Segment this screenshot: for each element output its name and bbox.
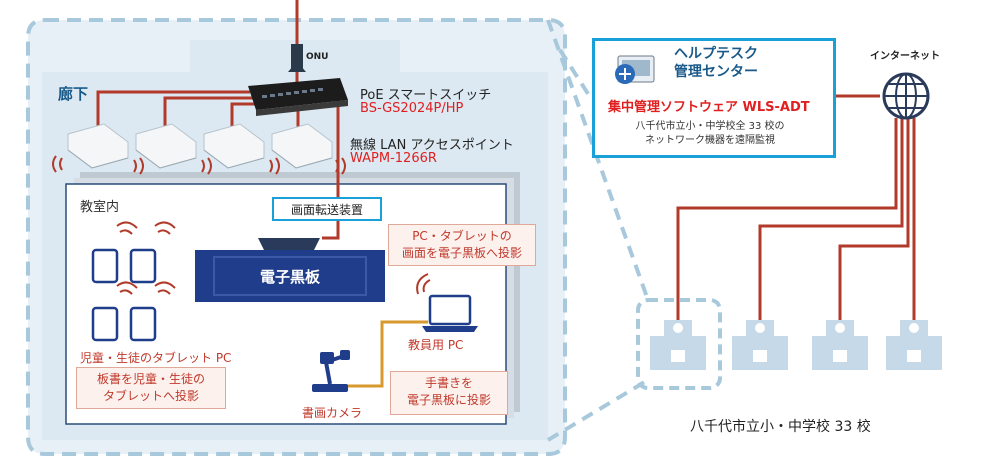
schools-label: 八千代市立小・中学校 33 校 (690, 419, 871, 435)
internet-to-school-lines (676, 118, 916, 322)
note-line: 板書を児童・生徒の (96, 372, 205, 386)
helpdesk-title-line: ヘルプテスク (674, 46, 758, 62)
note-line: 画面を電子黒板へ投影 (401, 246, 522, 260)
helpdesk-desc-line: 八千代市立小・中学校全 33 校の (635, 121, 785, 132)
laptop-icon (422, 294, 478, 332)
access-point-icon (271, 123, 333, 169)
internet-label: インターネット (870, 51, 940, 62)
switch-icon (248, 78, 348, 116)
school-link-upper (546, 19, 650, 301)
school-highlight (636, 298, 722, 390)
blackboard-screen: 電子黒板 (213, 256, 367, 296)
wireless-ap-label: 無線 LAN アクセスポイント (350, 138, 514, 153)
note-line: 電子黒板に投影 (406, 393, 491, 407)
projector-device-icon (258, 238, 320, 250)
helpdesk-title: ヘルプテスク 管理センター (674, 45, 758, 81)
tablet-icon (91, 248, 157, 342)
classroom-label: 教室内 (80, 200, 120, 215)
corridor-label: 廊下 (58, 85, 89, 103)
handwriting-projection-note: 手書きを 電子黒板に投影 (390, 371, 508, 415)
school-building-icon (650, 320, 706, 370)
student-tablet-label: 児童・生徒のタブレット PC (80, 351, 232, 365)
camera-cable (346, 320, 428, 388)
note-line: PC・タブレットの (412, 229, 512, 243)
server-icon (615, 55, 655, 84)
board-projection-note: 板書を児童・生徒の タブレットへ投影 (76, 367, 226, 409)
document-camera-label: 書画カメラ (302, 406, 363, 420)
helpdesk-desc-line: ネットワーク機器を遠隔監視 (645, 135, 775, 146)
pc-tablet-projection-note: PC・タブレットの 画面を電子黒板へ投影 (388, 224, 536, 266)
teacher-pc-label: 教員用 PC (408, 338, 464, 352)
helpdesk-link (558, 48, 594, 102)
onu-icon (288, 44, 306, 72)
document-camera-icon (312, 350, 350, 392)
note-line: 手書きを (424, 376, 473, 390)
access-point-icon (135, 123, 197, 169)
globe-icon (882, 72, 930, 120)
central-software-label: 集中管理ソフトウェア WLS-ADT (608, 100, 810, 115)
poe-switch-model: BS-GS2024P/HP (360, 101, 464, 116)
blackboard-label: 電子黒板 (259, 267, 320, 286)
note-line: タブレットへ投影 (102, 389, 199, 403)
school-building-icon (732, 320, 788, 370)
wifi-icon (416, 273, 431, 295)
school-building-icon (886, 320, 942, 370)
access-point-icon (203, 123, 265, 169)
access-point-icon (67, 123, 129, 169)
wifi-icon (116, 221, 176, 295)
onu-label: ONU (306, 52, 329, 62)
poe-switch-label: PoE スマートスイッチ (360, 88, 492, 103)
screen-transfer-box: 画面転送装置 (272, 197, 382, 221)
wireless-ap-model: WAPM-1266R (350, 151, 437, 166)
helpdesk-title-line: 管理センター (674, 64, 758, 80)
electronic-blackboard: 電子黒板 (195, 250, 385, 302)
school-building-icon (812, 320, 868, 370)
helpdesk-description: 八千代市立小・中学校全 33 校の ネットワーク機器を遠隔監視 (610, 120, 810, 148)
wifi-icon (52, 155, 346, 175)
